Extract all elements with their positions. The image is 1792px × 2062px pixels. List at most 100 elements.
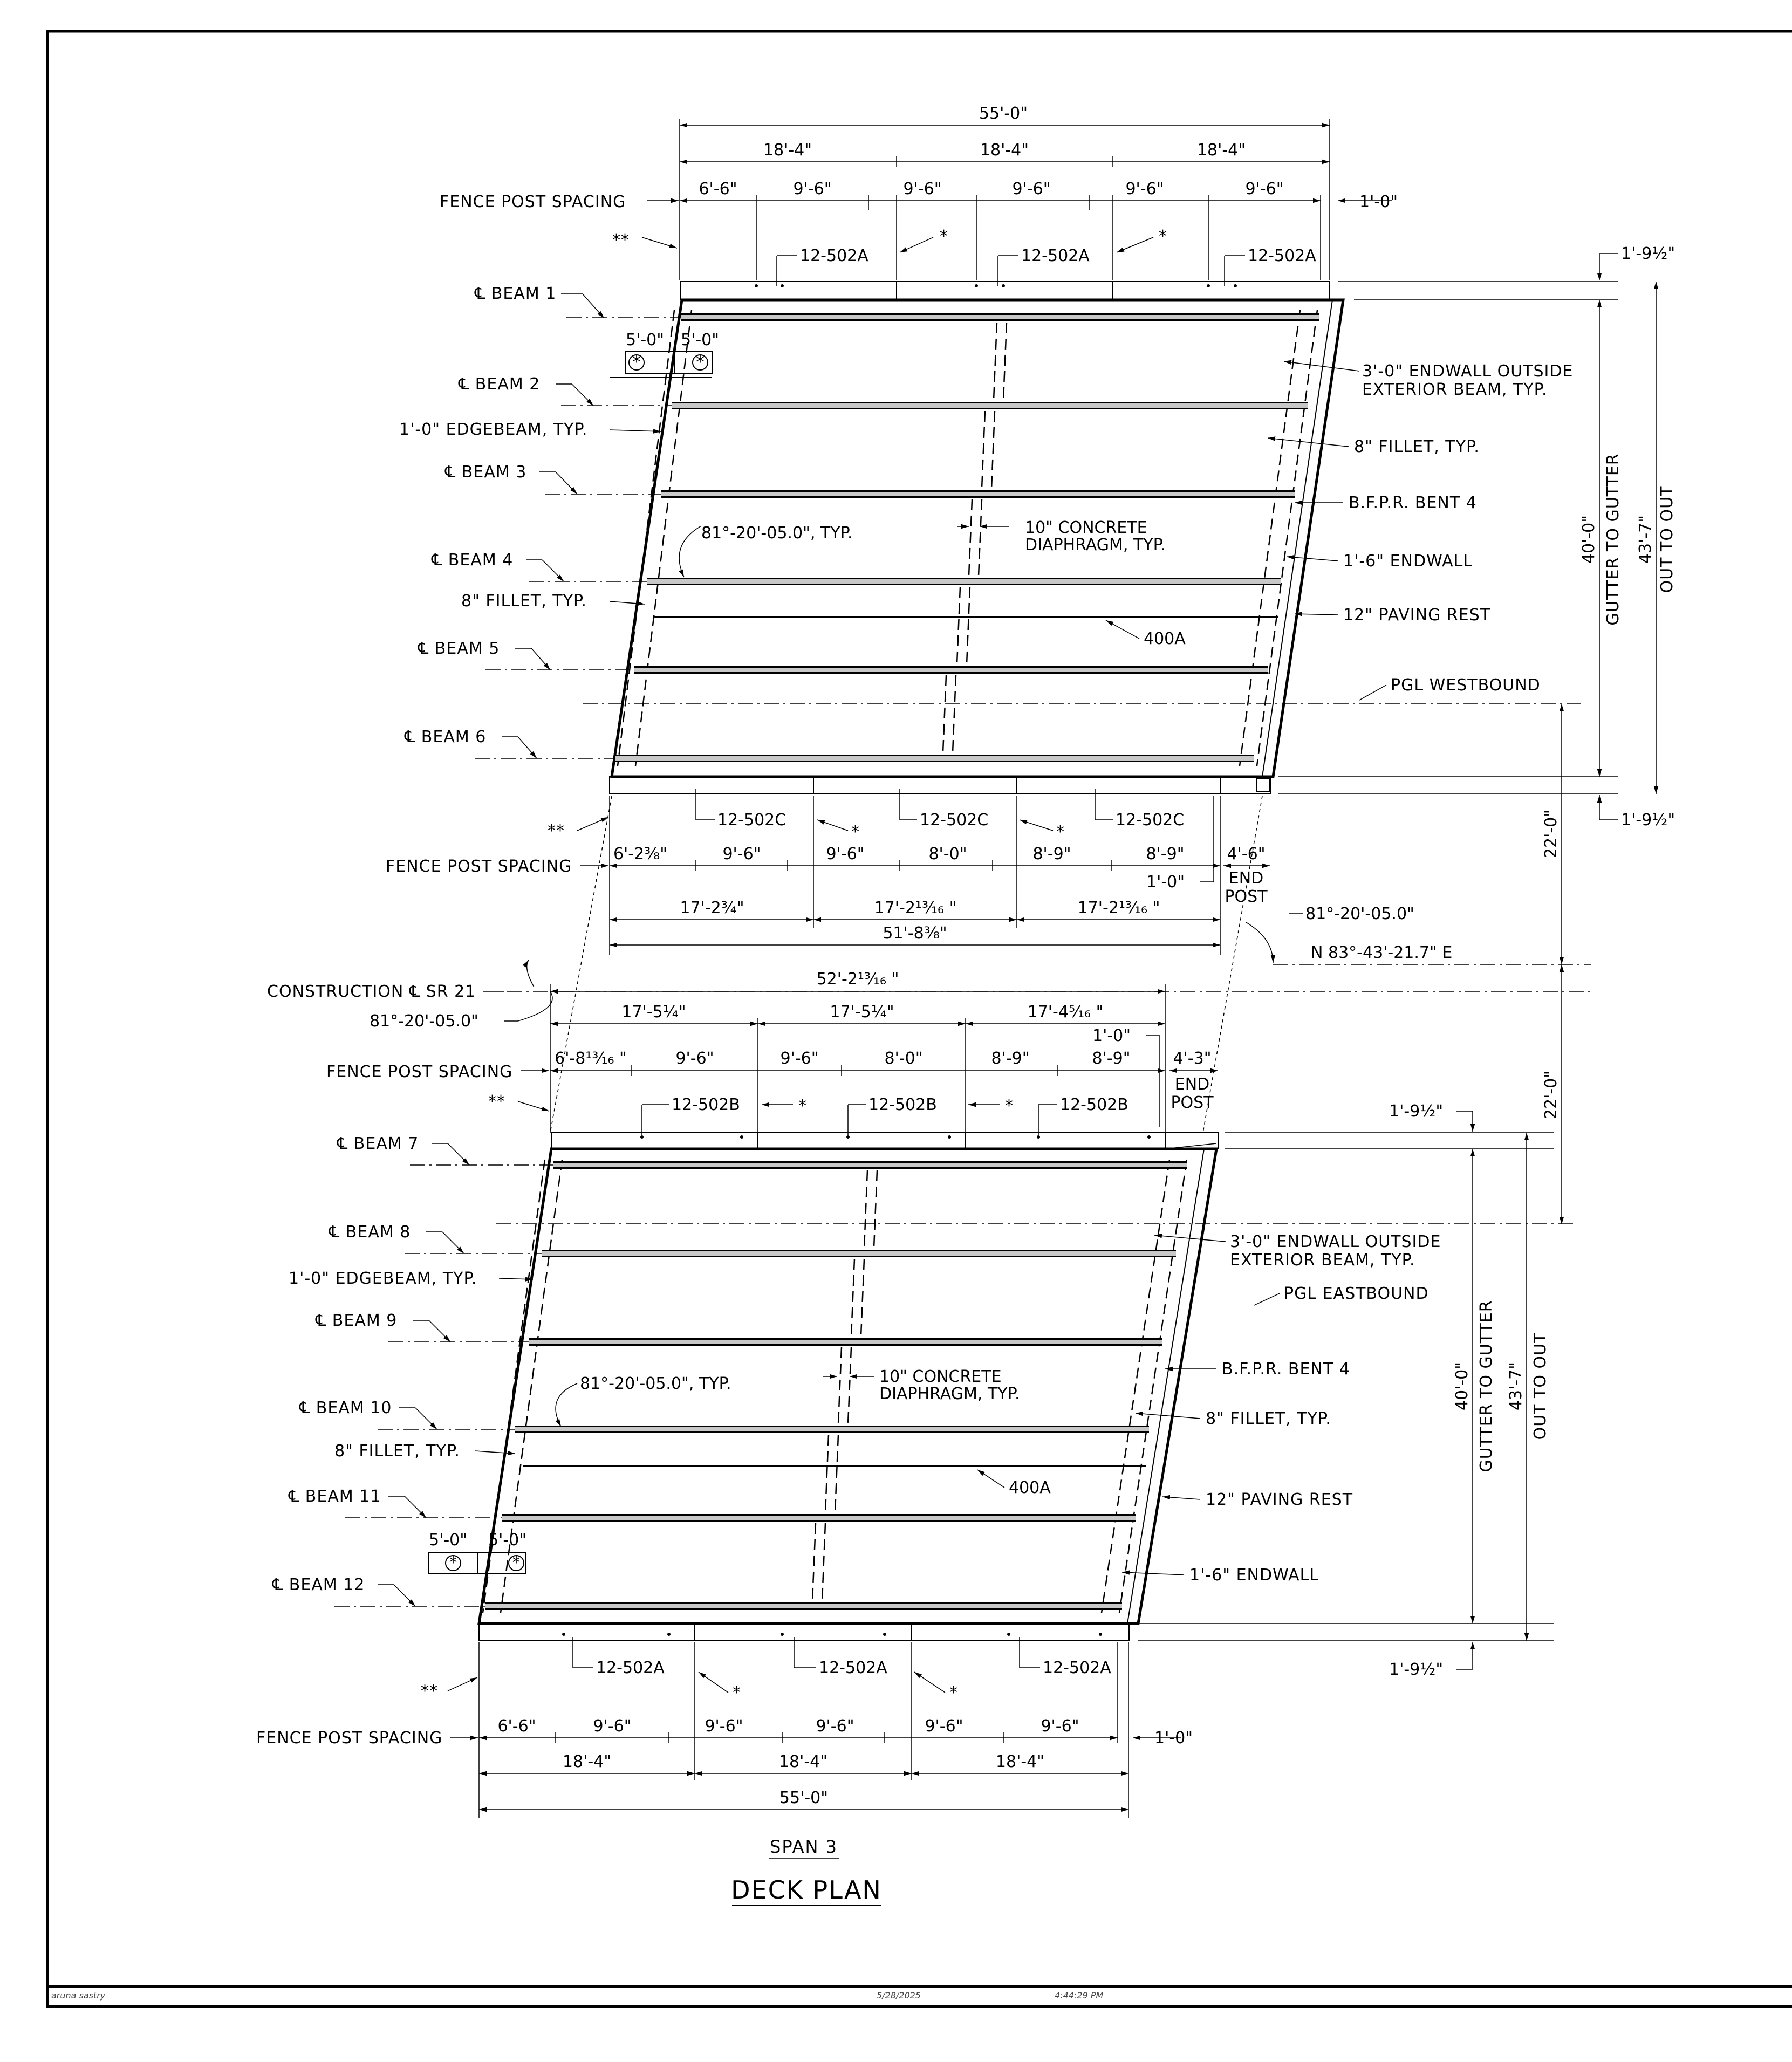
bar-12-502B: 12-502B [1060, 1095, 1128, 1114]
endwall-label: 1'-6" ENDWALL [1343, 552, 1473, 571]
dim-6-6: 6'-6" [699, 180, 737, 198]
dim-1-9-half: 1'-9½" [1389, 1102, 1443, 1121]
diaphragm-label: 10" CONCRETE [879, 1367, 1002, 1386]
star-note: * [1005, 1097, 1014, 1115]
fillet-label: 8" FILLET, TYP. [1354, 437, 1480, 456]
dim-9-6: 9'-6" [826, 845, 864, 864]
dim-1-9-half: 1'-9½" [1621, 811, 1675, 830]
fence-post-spacing-label: FENCE POST SPACING [256, 1729, 442, 1748]
dim-6-2: 6'-2⅜" [613, 845, 667, 864]
diaphragm-label: DIAPHRAGM, TYP. [879, 1385, 1020, 1403]
end-post-label: POST [1225, 887, 1268, 906]
dim-9-6: 9'-6" [903, 180, 941, 198]
end-post-label: END [1175, 1075, 1210, 1094]
double-star-note: ** [421, 1682, 438, 1701]
endwall-outside-label: EXTERIOR BEAM, TYP. [1362, 380, 1548, 399]
dim-18-4: 18'-4" [763, 141, 812, 160]
star-note: * [851, 823, 860, 841]
beam-label: ℄ BEAM 5 [418, 639, 500, 658]
dim-9-6: 9'-6" [1125, 180, 1164, 198]
dim-18-4: 18'-4" [563, 1752, 611, 1771]
dim-9-6: 9'-6" [1012, 180, 1050, 198]
dim-17-2b: 17'-2¹³⁄₁₆ " [1078, 899, 1160, 917]
dim-4-6: 4'-6" [1227, 845, 1265, 864]
skew-angle-label: 81°-20'-05.0", TYP. [701, 524, 853, 543]
bar-12-502B: 12-502B [672, 1095, 740, 1114]
dim-40-0: 40'-0" [1453, 1362, 1472, 1410]
centerline-zone: 22'-0" 22'-0" 81°-20'-05.0" N 83°-43'-21… [267, 704, 1591, 1224]
asterisk-symbol: * [512, 1553, 521, 1572]
dim-9-6: 9'-6" [1041, 1717, 1079, 1736]
beam-label: ℄ BEAM 9 [315, 1311, 397, 1330]
dim-17-2a: 17'-2¾" [680, 899, 744, 917]
dim-9-6: 9'-6" [925, 1717, 963, 1736]
star-note: * [940, 227, 948, 246]
fence-post-spacing-label: FENCE POST SPACING [440, 193, 626, 211]
pgl-westbound-label: PGL WESTBOUND [1391, 676, 1541, 695]
star-note: * [1056, 823, 1065, 841]
fillet-label: 8" FILLET, TYP. [334, 1442, 460, 1461]
dim-9-6: 9'-6" [793, 180, 831, 198]
end-post-label: END [1229, 869, 1264, 888]
beam-lines-lower [485, 1161, 1187, 1610]
bearing-label: N 83°-43'-21.7" E [1311, 943, 1452, 962]
dim-52-2: 52'-2¹³⁄₁₆ " [817, 970, 899, 989]
bar-12-502A: 12-502A [1043, 1659, 1111, 1677]
fence-post-spacing-label: FENCE POST SPACING [386, 857, 572, 876]
fence-post-spacing-label: FENCE POST SPACING [326, 1063, 512, 1081]
edgebeam-label: 1'-0" EDGEBEAM, TYP. [399, 420, 587, 439]
bfpr-label: B.F.P.R. BENT 4 [1349, 494, 1477, 512]
dim-18-4: 18'-4" [980, 141, 1029, 160]
beam-label: ℄ BEAM 2 [458, 375, 540, 394]
dim-8-9: 8'-9" [1032, 845, 1071, 864]
dim-55-bottom: 55'-0" [779, 1789, 828, 1807]
paving-rest-label: 12" PAVING REST [1343, 606, 1490, 625]
bar-12-502A: 12-502A [800, 246, 868, 265]
bar-12-502A: 12-502A [596, 1659, 665, 1677]
dim-9-6: 9'-6" [816, 1717, 854, 1736]
endwall-outside-label: 3'-0" ENDWALL OUTSIDE [1230, 1232, 1441, 1251]
dim-8-9: 8'-9" [1092, 1049, 1130, 1068]
dim-1-0: 1'-0" [1146, 873, 1185, 892]
dim-18-4: 18'-4" [779, 1752, 827, 1771]
end-post-label: POST [1171, 1093, 1214, 1112]
deck-plan-title: DECK PLAN [731, 1875, 882, 1905]
endwall-outside-label: EXTERIOR BEAM, TYP. [1230, 1251, 1415, 1270]
dim-1-9-half: 1'-9½" [1389, 1660, 1443, 1679]
bar-400A: 400A [1144, 629, 1186, 648]
dim-1-0: 1'-0" [1359, 193, 1398, 211]
out-to-out-label: OUT TO OUT [1531, 1333, 1550, 1440]
paving-rest-label: 12" PAVING REST [1206, 1490, 1353, 1509]
out-to-out-label: OUT TO OUT [1658, 486, 1677, 593]
beam-label: ℄ BEAM 12 [272, 1575, 365, 1594]
dim-5-0: 5'-0" [488, 1531, 526, 1550]
dim-17-4: 17'-4⁵⁄₁₆ " [1028, 1003, 1104, 1022]
bar-12-502C: 12-502C [920, 811, 988, 830]
dim-9-6: 9'-6" [780, 1049, 818, 1068]
upper-deck: 55'-0" 18'-4" 18'-4" 18'-4" 6'-6" 9'-6" … [386, 104, 1677, 955]
dim-1-9-half: 1'-9½" [1621, 244, 1675, 263]
asterisk-symbol: * [449, 1553, 457, 1572]
endwall-outside-label: 3'-0" ENDWALL OUTSIDE [1362, 362, 1573, 381]
dim-55-top: 55'-0" [979, 104, 1028, 123]
dim-8-0: 8'-0" [928, 845, 967, 864]
dim-51-8: 51'-8⅜" [883, 924, 947, 943]
footer-author: aruna sastry [51, 1990, 106, 2001]
dim-17-5a: 17'-5¼" [621, 1003, 686, 1022]
span-title: SPAN 3 [770, 1837, 838, 1857]
beam-label: ℄ BEAM 11 [288, 1487, 381, 1506]
sheet-border [46, 30, 1792, 2008]
beam-label: ℄ BEAM 7 [337, 1134, 419, 1153]
asterisk-symbol: * [696, 353, 705, 372]
bfpr-label: B.F.P.R. BENT 4 [1222, 1360, 1350, 1379]
star-note: * [949, 1683, 958, 1702]
dim-8-9: 8'-9" [1146, 845, 1184, 864]
dim-8-9: 8'-9" [991, 1049, 1029, 1068]
double-star-note: ** [548, 821, 565, 840]
lower-deck: 52'-2¹³⁄₁₆ " 17'-5¼" 17'-5¼" 17'-4⁵⁄₁₆ "… [256, 970, 1575, 1818]
dim-22-0: 22'-0" [1542, 810, 1561, 858]
pgl-eastbound-label: PGL EASTBOUND [1284, 1284, 1429, 1303]
skew-angle-label: 81°-20'-05.0" [370, 1012, 478, 1031]
asterisk-symbol: * [633, 353, 641, 372]
star-note: * [798, 1097, 807, 1115]
